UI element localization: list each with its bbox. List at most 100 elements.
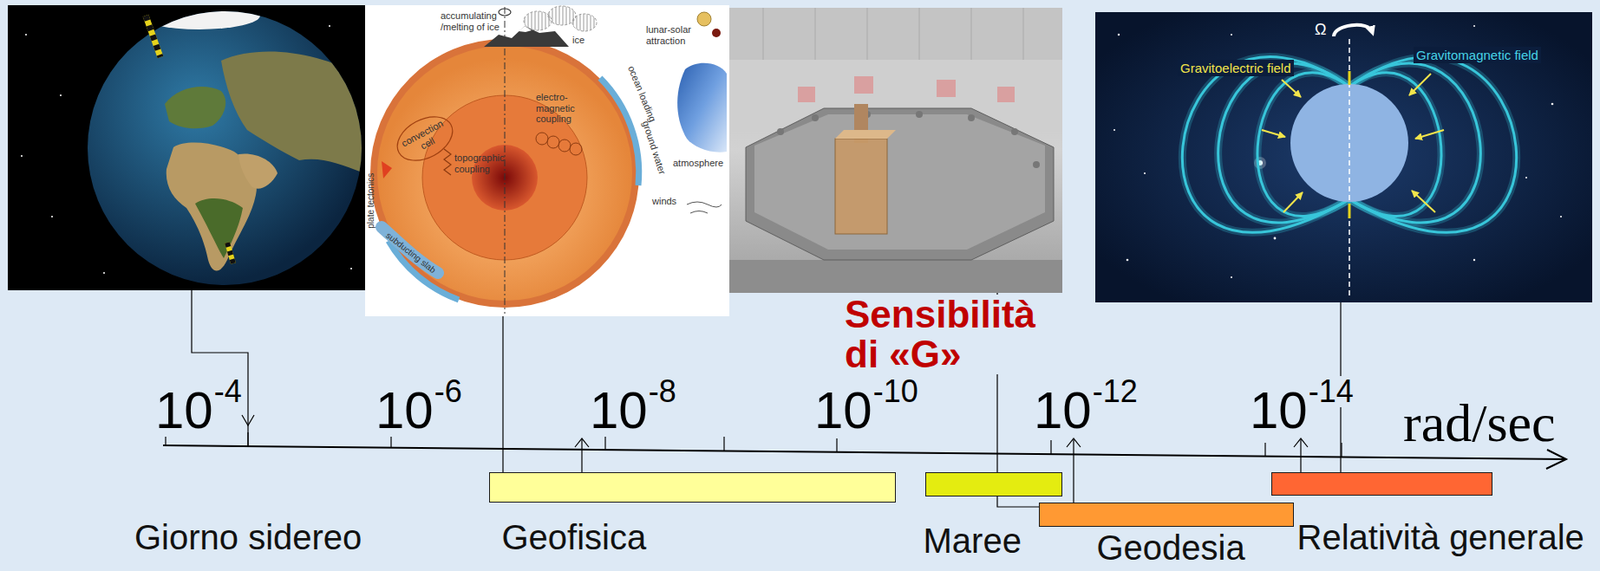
earth-globe-image — [195, 198, 243, 259]
gravitomagnetic-image — [1261, 130, 1286, 138]
earth-interior-image — [535, 132, 549, 145]
gravitomagnetic-image — [1333, 25, 1372, 37]
frequency-axis — [723, 437, 725, 451]
lab-photo — [729, 7, 1063, 294]
earth-interior-image — [711, 28, 721, 38]
field-label: Gravitomagnetic field — [1413, 46, 1542, 64]
tick-base: 10 — [155, 385, 214, 438]
earth-interior-image — [686, 202, 722, 208]
tick-exponent: -10 — [873, 376, 919, 408]
band-label: Geodesia — [1097, 530, 1246, 566]
band-label: Maree — [923, 523, 1022, 559]
sensitivity-note: Sensibilità di «G» — [844, 294, 1066, 375]
lab-photo — [1011, 128, 1019, 136]
tick-base: 10 — [1249, 385, 1308, 438]
gravitomagnetic-image — [1348, 39, 1351, 300]
tick-exponent: -8 — [648, 376, 677, 408]
frequency-band: Geodesia — [1038, 502, 1294, 528]
lab-photo — [729, 260, 1063, 294]
gravitomagnetic-image — [1230, 33, 1233, 36]
tick-exponent: -6 — [434, 376, 463, 408]
process-label: topographic coupling — [454, 152, 509, 175]
tick-exponent: -12 — [1092, 376, 1138, 408]
process-label: ice — [572, 34, 585, 46]
lab-photo — [815, 7, 817, 60]
lab-photo — [967, 114, 975, 122]
earth-globe-image — [25, 33, 27, 36]
band-label: Relatività generale — [1297, 520, 1585, 556]
lab-photo — [729, 7, 1063, 60]
frequency-axis — [604, 436, 606, 451]
gravitomagnetic-image — [1525, 176, 1528, 179]
earth-interior-image — [547, 136, 560, 149]
earth-interior-image — [365, 5, 730, 317]
band-label: Geofisica — [502, 520, 647, 556]
gravitomagnetic-image — [1126, 259, 1130, 262]
lab-photo — [811, 114, 819, 122]
earth-interior-image — [444, 149, 451, 176]
frequency-axis — [163, 431, 1567, 470]
process-label: convection cell — [397, 117, 452, 161]
tick-exponent: -14 — [1308, 376, 1354, 408]
leader-lines — [191, 290, 1341, 508]
earth-interior-image — [572, 13, 597, 32]
process-label: accumulating /melting of ice — [440, 10, 502, 33]
gravitomagnetic-image — [1473, 259, 1476, 262]
gravitomagnetic-image — [1113, 129, 1116, 131]
gravitomagnetic-image — [1143, 172, 1146, 175]
lab-photo — [971, 7, 973, 60]
earth-globe-image — [238, 153, 278, 189]
field-label: Gravitoelectric field — [1177, 59, 1294, 77]
earth-globe-image — [164, 86, 226, 129]
gravitomagnetic-image — [1415, 130, 1444, 139]
lab-photo — [754, 114, 1045, 250]
gravitomagnetic-image — [1348, 203, 1352, 219]
process-label: electro-magnetic coupling — [535, 91, 582, 125]
earth-globe-image — [138, 1, 261, 30]
earth-globe-image — [20, 155, 23, 157]
lab-photo — [936, 79, 956, 98]
frequency-axis — [1050, 440, 1052, 455]
gravitomagnetic-image — [1411, 190, 1436, 213]
lab-photo — [763, 7, 765, 60]
earth-interior-image — [677, 63, 727, 153]
lab-photo — [835, 138, 888, 235]
lab-photo — [729, 7, 1063, 294]
gravitomagnetic-image — [1230, 276, 1233, 279]
process-label: lunar-solar attraction — [646, 24, 700, 46]
lab-photo — [1032, 161, 1040, 169]
earth-globe-image — [350, 267, 353, 270]
tick-base: 10 — [814, 385, 873, 438]
earth-interior-image — [381, 161, 392, 179]
earth-interior-image — [558, 139, 571, 152]
leader-lines — [241, 415, 255, 426]
gravitomagnetic-image — [1560, 215, 1562, 218]
earth-interior-image — [523, 11, 552, 31]
tick-base: 10 — [1033, 385, 1092, 438]
earth-globe-image — [51, 215, 53, 218]
earth-interior-image — [690, 211, 708, 215]
scale-label: Giorno sidereo — [134, 520, 362, 556]
process-label: plate tectonics — [365, 173, 377, 229]
earth-interior-image — [498, 8, 511, 16]
process-label: ground water — [640, 119, 668, 177]
tick-base: 10 — [375, 385, 434, 438]
frequency-axis — [1546, 450, 1567, 470]
frequency-band: Maree — [925, 472, 1063, 497]
earth-globe-image — [103, 272, 105, 275]
process-label: ocean loading — [625, 64, 658, 124]
tick-exponent: -4 — [214, 376, 242, 408]
lab-photo — [1023, 7, 1025, 60]
gravitomagnetic-image — [1095, 12, 1593, 303]
earth-interior-image — [697, 12, 712, 27]
lab-photo — [867, 7, 869, 60]
earth-globe-image — [138, 1, 365, 271]
earth-globe-image — [145, 15, 161, 58]
lab-photo — [919, 7, 921, 60]
lab-photo — [835, 130, 896, 139]
gravitomagnetic-image — [1473, 25, 1476, 27]
earth-interior-image — [569, 143, 582, 156]
lab-photo — [777, 128, 784, 136]
tick-base: 10 — [589, 385, 648, 438]
